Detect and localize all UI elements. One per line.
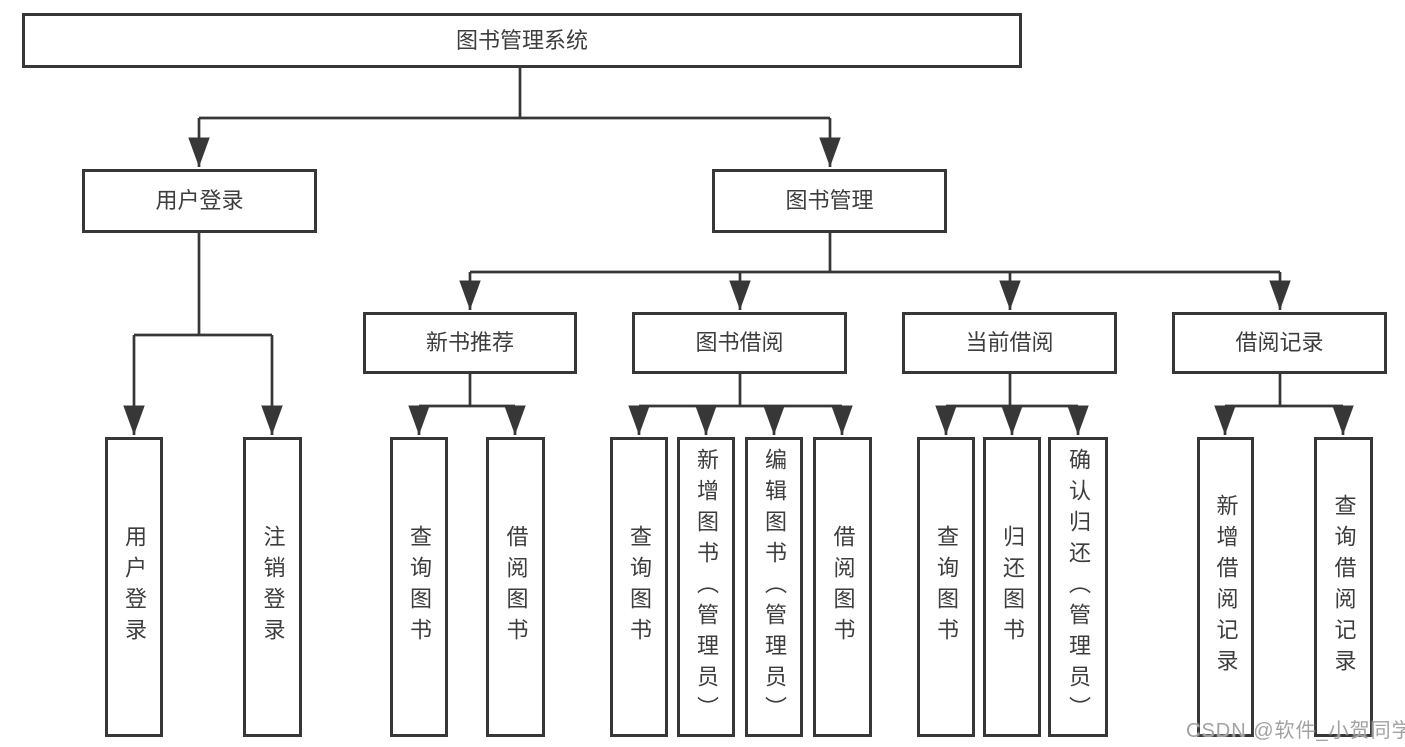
node-new-book-recommend: 新书推荐 <box>363 312 577 374</box>
leaf-borrow-books-borrowing: 借阅图书 <box>813 437 872 737</box>
leaf-confirm-return-admin: 确认归还（管理员） <box>1048 437 1108 737</box>
csdn-watermark: CSDN @软件_小贺同学 <box>1186 720 1405 742</box>
leaf-return-books: 归还图书 <box>983 437 1041 737</box>
leaf-user-login: 用户登录 <box>105 437 163 737</box>
connector-borrowing-to-leaves <box>628 374 853 435</box>
connector-recommend-to-leaves <box>408 374 526 435</box>
node-book-borrowing: 图书借阅 <box>632 312 847 374</box>
connector-mgmt-to-level3 <box>459 233 1291 310</box>
leaf-add-book-admin: 新增图书（管理员） <box>677 437 735 737</box>
connector-root-to-level2 <box>188 68 841 167</box>
node-current-borrowing: 当前借阅 <box>902 312 1117 374</box>
connector-current-to-leaves <box>935 374 1089 435</box>
leaf-borrow-books-recommend: 借阅图书 <box>486 437 545 737</box>
connector-records-to-leaves <box>1214 374 1354 435</box>
leaf-logout: 注销登录 <box>243 437 302 737</box>
node-book-management: 图书管理 <box>712 169 947 233</box>
node-library-system: 图书管理系统 <box>22 13 1022 68</box>
node-user-login: 用户登录 <box>82 169 317 233</box>
leaf-query-books-recommend: 查询图书 <box>390 437 448 737</box>
node-borrowing-records: 借阅记录 <box>1172 312 1387 374</box>
leaf-add-borrow-record: 新增借阅记录 <box>1197 437 1254 737</box>
leaf-query-books-borrowing: 查询图书 <box>610 437 668 737</box>
connector-login-to-leaves <box>123 233 283 435</box>
leaf-query-books-current: 查询图书 <box>917 437 975 737</box>
leaf-edit-book-admin: 编辑图书（管理员） <box>745 437 803 737</box>
leaf-query-borrow-record: 查询借阅记录 <box>1314 437 1373 737</box>
